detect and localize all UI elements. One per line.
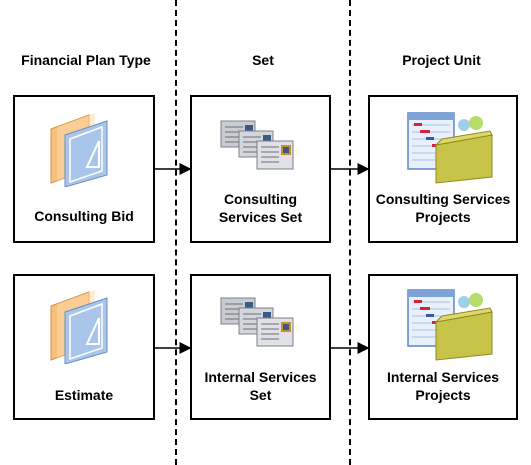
project-folder-gantt-icon bbox=[407, 289, 493, 361]
set-box-consulting-services: Consulting Services Set bbox=[190, 95, 331, 243]
reference-set-stack-icon bbox=[220, 120, 294, 170]
column-divider-right bbox=[349, 0, 351, 465]
header-financial-plan-type: Financial Plan Type bbox=[21, 52, 151, 68]
financial-plan-document-icon bbox=[50, 290, 108, 364]
project-unit-box-consulting-services: Consulting Services Projects bbox=[368, 95, 518, 243]
reference-set-stack-icon bbox=[220, 297, 294, 347]
set-label: Consulting Services Set bbox=[218, 191, 303, 225]
financial-plan-document-icon bbox=[50, 113, 108, 187]
project-unit-box-internal-services: Internal Services Projects bbox=[368, 274, 518, 420]
column-divider-left bbox=[175, 0, 177, 465]
project-unit-label: Consulting Services Projects bbox=[375, 191, 511, 225]
plan-type-box-estimate: Estimate bbox=[13, 274, 155, 420]
plan-type-box-consulting-bid: Consulting Bid bbox=[13, 95, 155, 243]
project-unit-label: Internal Services Projects bbox=[386, 369, 500, 403]
set-box-internal-services: Internal Services Set bbox=[190, 274, 331, 420]
header-set: Set bbox=[252, 52, 274, 68]
header-project-unit: Project Unit bbox=[402, 52, 481, 68]
plan-type-label: Consulting Bid bbox=[34, 208, 134, 224]
project-folder-gantt-icon bbox=[407, 112, 493, 184]
set-label: Internal Services Set bbox=[204, 369, 317, 403]
plan-type-label: Estimate bbox=[54, 387, 114, 403]
